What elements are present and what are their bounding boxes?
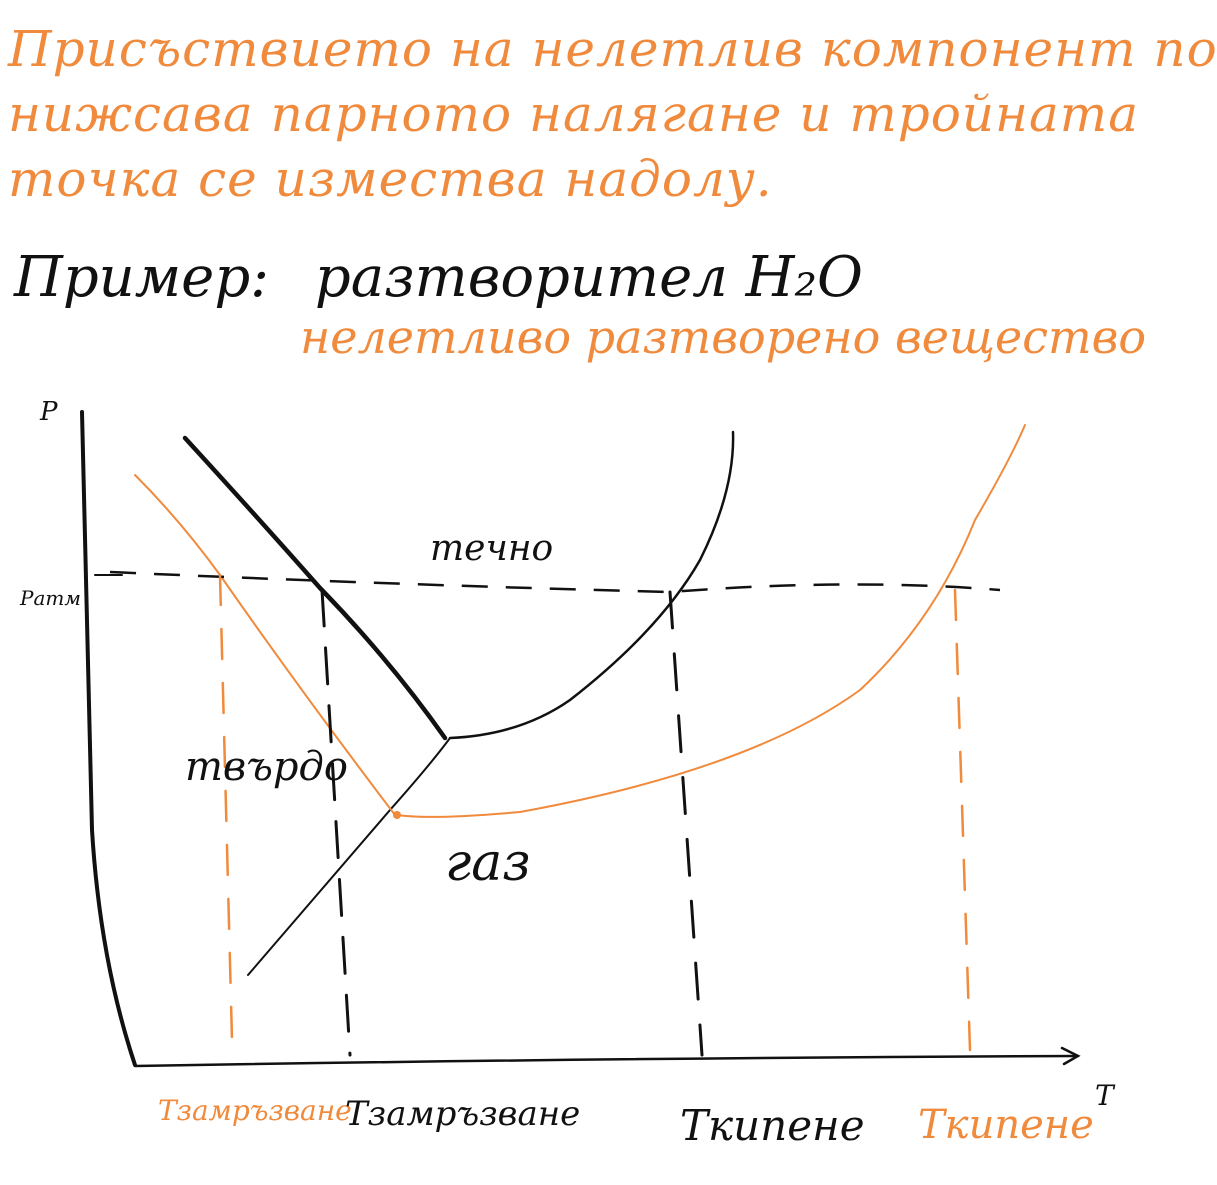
p-axis-label: P bbox=[39, 397, 58, 427]
note-line-2: нижсава парното налягане и тройната bbox=[8, 85, 1140, 143]
region-liquid-label: течно bbox=[430, 528, 553, 569]
t-boil-pure-label: Tкипене bbox=[680, 1101, 865, 1150]
example-line: Пример: разтворител H₂O bbox=[14, 245, 863, 310]
melting-curve-solution bbox=[134, 474, 396, 816]
region-solid-label: твърдо bbox=[185, 744, 348, 790]
example-label: Пример: bbox=[14, 245, 270, 310]
note-line-1: Присъствието на нелетлив компонент по- bbox=[8, 20, 1217, 78]
t-axis-arrowhead bbox=[1060, 1046, 1081, 1066]
t-axis bbox=[133, 1054, 1080, 1068]
t-freeze-solution-label: Tзамръзване bbox=[158, 1094, 352, 1127]
freeze-pure-dashed bbox=[320, 588, 352, 1057]
temperature-projections bbox=[218, 573, 972, 1057]
solution-curves bbox=[134, 424, 1026, 818]
t-boil-solution-label: Tкипене bbox=[918, 1102, 1094, 1148]
freeze-solution-dashed bbox=[218, 573, 234, 1042]
sublimation-curve-pure bbox=[247, 737, 451, 976]
triple-point-solution bbox=[393, 811, 401, 819]
boil-solution-dashed bbox=[953, 588, 972, 1052]
t-axis-label: T bbox=[1095, 1079, 1116, 1112]
t-freeze-pure-label: Tзамръзване bbox=[345, 1094, 580, 1134]
note-line-3: точка се измества надолу. bbox=[8, 150, 773, 208]
vaporization-curve-pure bbox=[448, 430, 735, 740]
vaporization-curve-solution bbox=[397, 424, 1026, 818]
example-solvent: разтворител H₂O bbox=[314, 245, 863, 310]
p-axis bbox=[80, 410, 137, 1067]
melting-curve-pure bbox=[182, 435, 448, 741]
p-atm-dashed-line bbox=[109, 570, 1001, 594]
pure-solvent-curves bbox=[182, 430, 735, 976]
boil-pure-dashed bbox=[668, 590, 704, 1057]
axes bbox=[80, 410, 1081, 1068]
example-solute: нелетливо разтворено вещество bbox=[300, 310, 1147, 364]
region-gas-label: газ bbox=[445, 833, 531, 893]
p-atm-label: Pатм bbox=[19, 586, 81, 610]
